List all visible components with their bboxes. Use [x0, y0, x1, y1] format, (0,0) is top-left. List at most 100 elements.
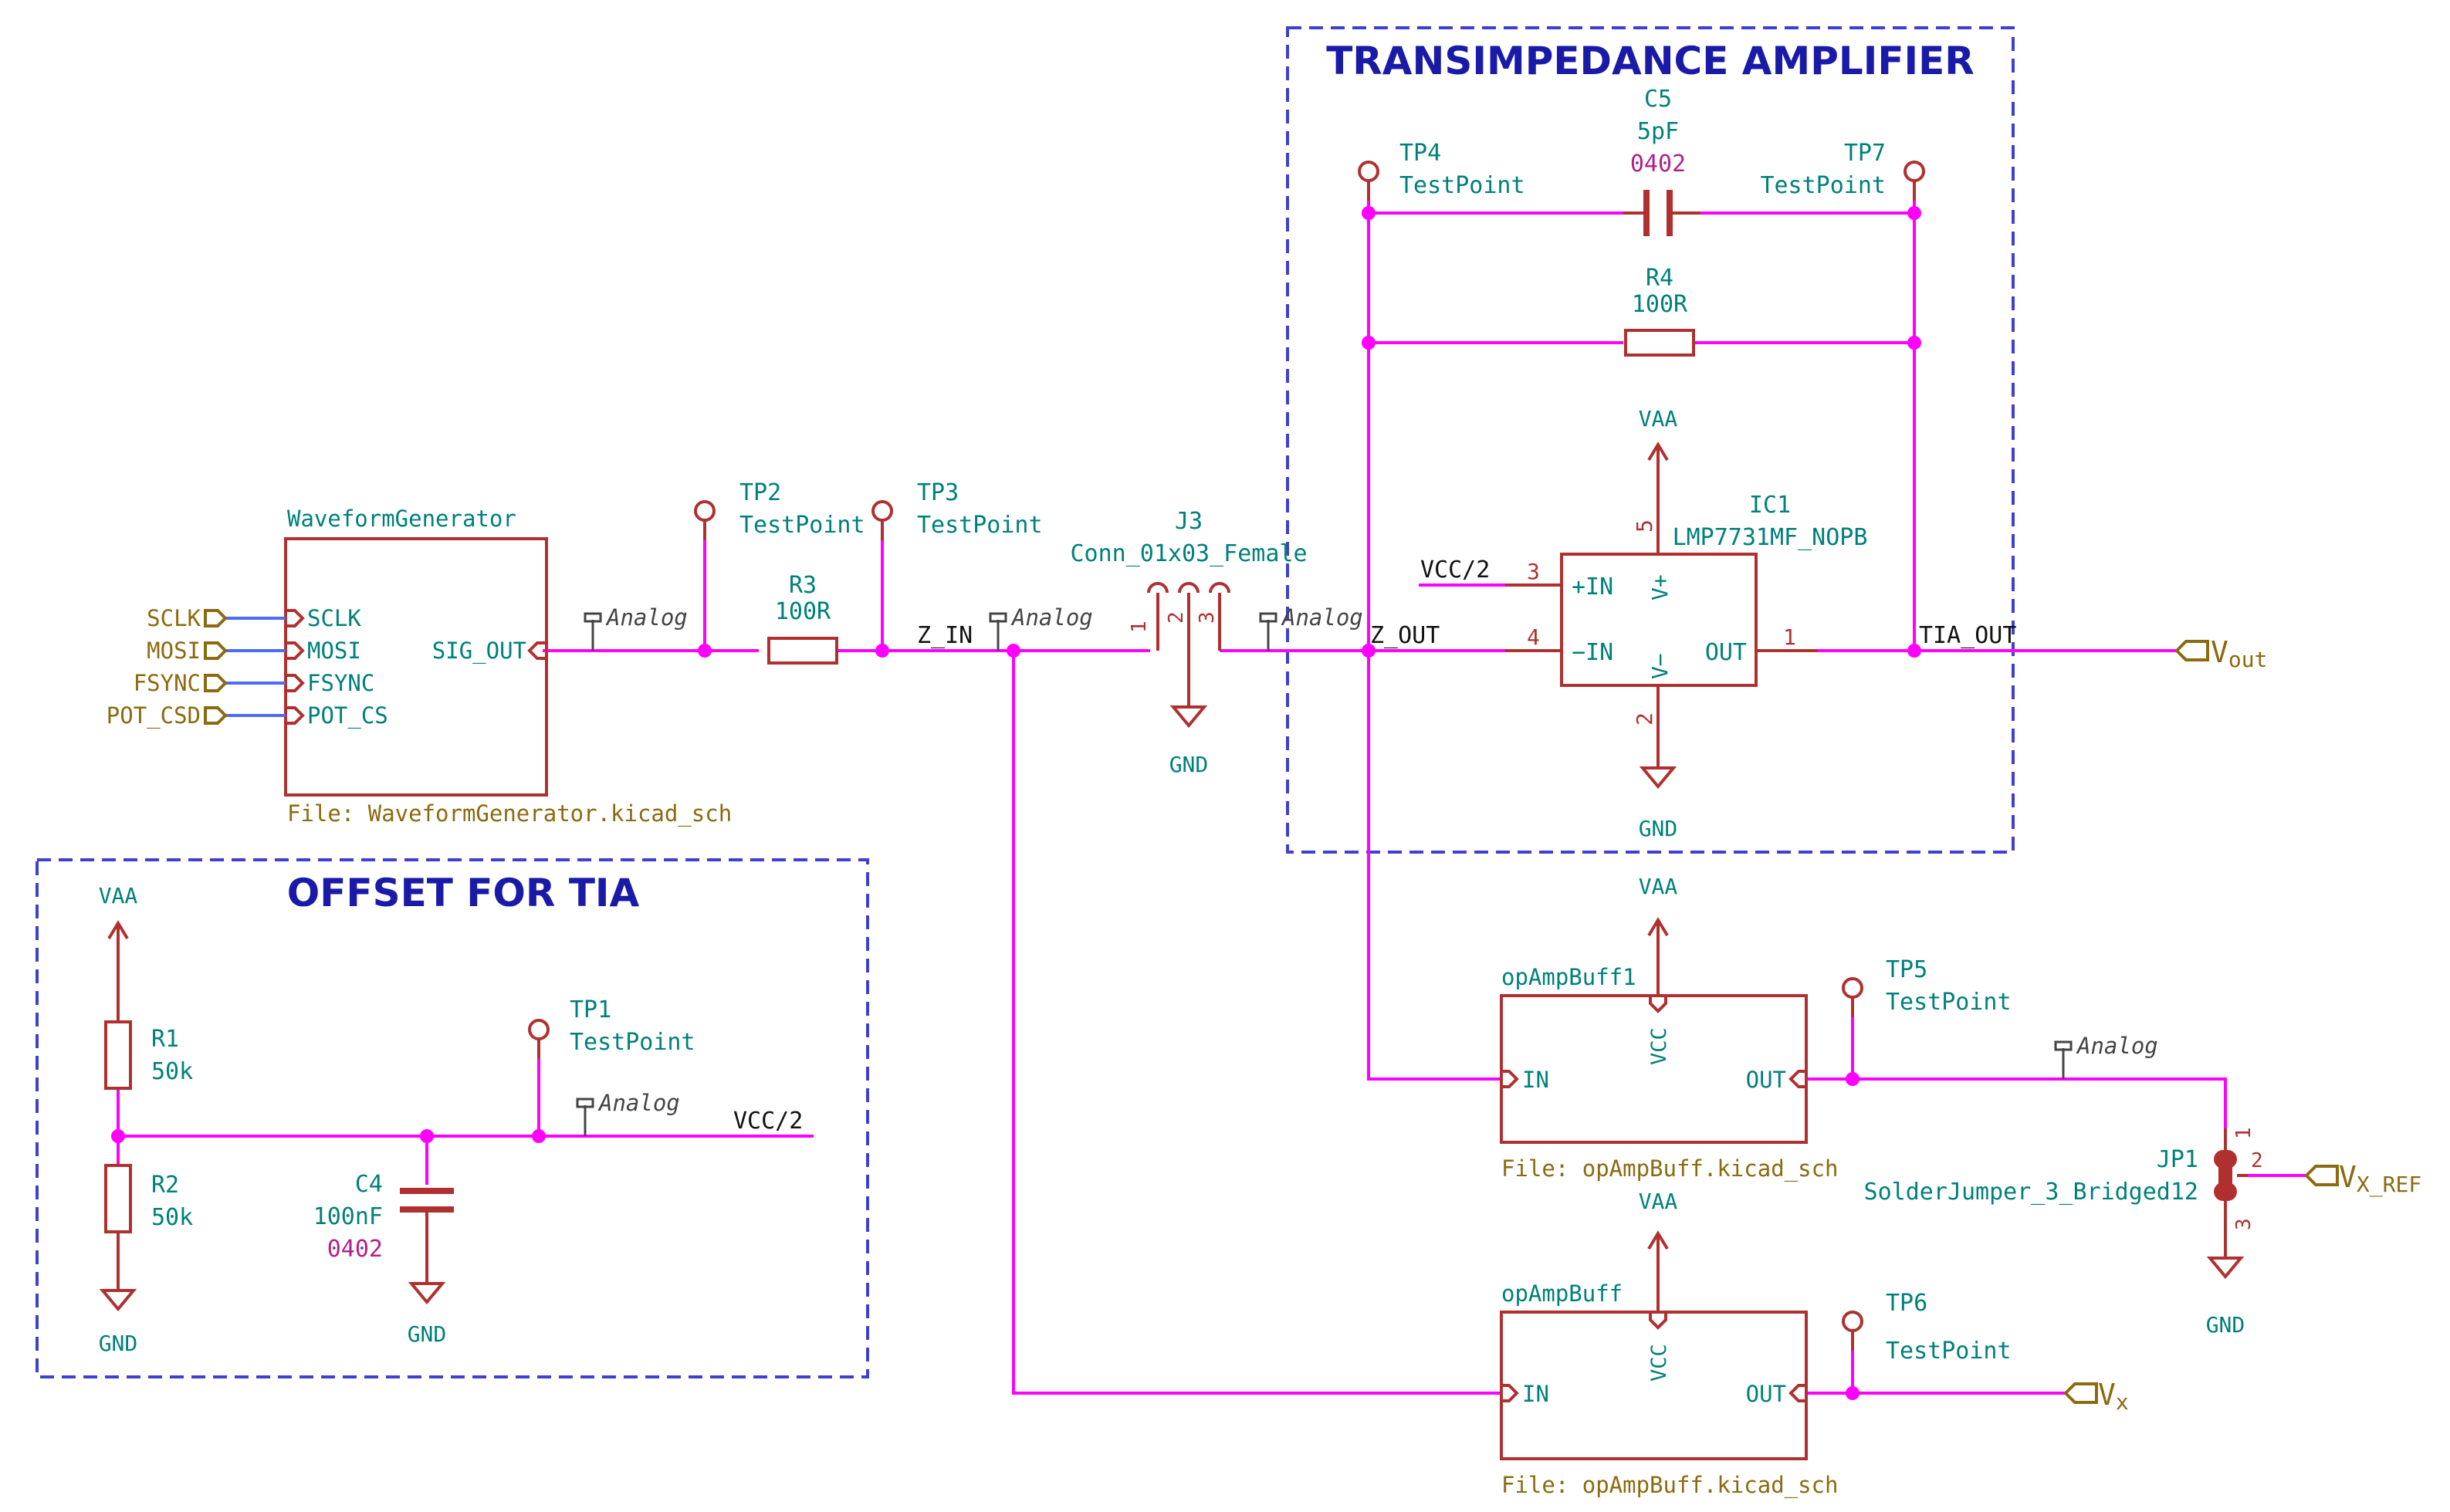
tp7-value: TestPoint — [1760, 172, 1886, 199]
vx-main: V — [2098, 1378, 2116, 1412]
connector-j3[interactable]: 1 2 3 J3 Conn_01x03_Female — [1070, 508, 1308, 707]
j3-value: Conn_01x03_Female — [1070, 540, 1307, 567]
tp3-value: TestPoint — [917, 512, 1043, 539]
waveform-sheet-name: WaveformGenerator — [287, 506, 516, 532]
vout-main: V — [2211, 635, 2228, 669]
offset-frame-title: OFFSET FOR TIA — [287, 871, 640, 915]
buff1-out: OUT — [1746, 1067, 1786, 1093]
tp2-value: TestPoint — [739, 512, 865, 539]
vxref-main: V — [2339, 1160, 2357, 1194]
ground-jp1: GND — [2206, 1257, 2245, 1338]
tp6-value: TestPoint — [1886, 1338, 2012, 1365]
tp5-value: TestPoint — [1886, 989, 2012, 1016]
r2-value: 50k — [151, 1204, 193, 1231]
netclass-flag-4: Analog — [2054, 1033, 2158, 1079]
sheet-pin-sclk: SCLK — [307, 605, 361, 631]
vaa-label-buff2: VAA — [1639, 1189, 1678, 1214]
ic1-ref: IC1 — [1749, 492, 1791, 519]
resistor-r2[interactable]: R2 50k — [104, 1164, 193, 1290]
jp1-value: SolderJumper_3_Bridged12 — [1864, 1179, 2198, 1206]
netclass-label-3: Analog — [1281, 604, 1363, 631]
c4-value: 100nF — [313, 1203, 383, 1230]
waveform-generator-sheet[interactable]: WaveformGenerator File: WaveformGenerato… — [107, 506, 732, 827]
jp1-pin-3: 3 — [2232, 1218, 2255, 1230]
output-label-vxref: VX_REF — [2304, 1160, 2421, 1198]
gnd-label-jp1: GND — [2206, 1312, 2245, 1338]
vout-sub: out — [2228, 647, 2268, 672]
tp1-ref: TP1 — [570, 996, 611, 1023]
netclass-label-4: Analog — [2076, 1033, 2158, 1059]
net-label-z-out: Z_OUT — [1370, 622, 1440, 649]
j3-pin-1: 1 — [1128, 621, 1151, 633]
c4-ref: C4 — [355, 1171, 383, 1198]
r3-value: 100R — [775, 598, 831, 625]
junctions — [111, 206, 1921, 1400]
buffer-sheet-opampbuff[interactable]: opAmpBuff File: opAmpBuff.kicad_sch IN O… — [1500, 1280, 1839, 1499]
gnd-label-ic1: GND — [1639, 816, 1678, 841]
testpoint-tp1[interactable]: TP1 TestPoint — [528, 996, 695, 1059]
gnd-label-r2: GND — [99, 1331, 138, 1356]
netclass-label-2: Analog — [1010, 604, 1093, 631]
ic1-in-minus: −IN — [1572, 639, 1613, 666]
resistor-r3[interactable]: R3 100R — [767, 572, 838, 665]
svg-text:VX_REF: VX_REF — [2339, 1160, 2421, 1198]
netclass-flag-5: Analog — [576, 1090, 680, 1136]
opamp-ic1[interactable]: IC1 LMP7731MF_NOPB +IN −IN OUT V+ V− 3 4… — [1505, 492, 1867, 768]
tp4-ref: TP4 — [1399, 140, 1441, 167]
jp1-pin-2: 2 — [2251, 1149, 2263, 1172]
tp7-ref: TP7 — [1844, 140, 1886, 167]
testpoint-tp3[interactable]: TP3 TestPoint — [871, 479, 1043, 540]
tp2-ref: TP2 — [739, 479, 781, 506]
buff2-vcc: VCC — [1647, 1344, 1671, 1382]
tp3-ref: TP3 — [917, 479, 959, 506]
r3-ref: R3 — [789, 572, 817, 599]
ic1-vplus: V+ — [1647, 574, 1673, 600]
vaa-label-buff1: VAA — [1639, 874, 1678, 899]
c5-ref: C5 — [1644, 86, 1672, 113]
netclass-flag-2: Analog — [989, 604, 1093, 651]
resistor-r1[interactable]: R1 50k — [104, 972, 193, 1090]
j3-pin-2: 2 — [1165, 611, 1188, 624]
tia-frame: TRANSIMPEDANCE AMPLIFIER — [1286, 26, 2015, 854]
testpoint-tp2[interactable]: TP2 TestPoint — [694, 479, 865, 540]
tp1-value: TestPoint — [570, 1029, 695, 1056]
net-label-z-in: Z_IN — [917, 622, 973, 649]
power-vaa-buff2: VAA — [1639, 1189, 1678, 1312]
testpoint-tp6[interactable]: TP6 TestPoint — [1842, 1290, 2012, 1365]
tia-frame-title: TRANSIMPEDANCE AMPLIFIER — [1326, 39, 1975, 83]
capacitor-c4[interactable]: C4 100nF 0402 — [313, 1171, 454, 1284]
offset-frame: OFFSET FOR TIA — [36, 858, 869, 1378]
tp4-value: TestPoint — [1399, 172, 1525, 199]
buff2-name: opAmpBuff — [1501, 1280, 1623, 1307]
c4-footprint: 0402 — [327, 1236, 383, 1263]
sheet-pin-pot-cs: POT_CS — [307, 702, 388, 729]
output-label-vx: Vx — [2063, 1378, 2129, 1415]
buffer-sheet-opampbuff1[interactable]: opAmpBuff1 File: opAmpBuff.kicad_sch IN … — [1500, 964, 1839, 1182]
testpoint-tp4[interactable]: TP4 TestPoint — [1358, 140, 1525, 201]
jp1-ref: JP1 — [2157, 1146, 2198, 1173]
net-label-vcc-half-ic1: VCC/2 — [1420, 556, 1490, 583]
testpoint-tp7[interactable]: TP7 TestPoint — [1760, 140, 1925, 201]
buff1-vcc: VCC — [1647, 1027, 1671, 1065]
sheet-pin-mosi: MOSI — [307, 638, 361, 664]
power-vaa-offset: VAA — [99, 883, 137, 972]
c5-footprint: 0402 — [1630, 151, 1686, 178]
netclass-label-1: Analog — [605, 604, 688, 631]
j3-pin-3: 3 — [1196, 611, 1219, 624]
capacitor-c5[interactable]: C5 5pF 0402 — [1623, 86, 1700, 236]
ic1-pin-1: 1 — [1783, 624, 1796, 650]
resistor-r4[interactable]: R4 100R — [1624, 265, 1695, 357]
c5-value: 5pF — [1637, 118, 1679, 145]
output-label-vout: Vout — [2174, 635, 2267, 672]
solder-jumper-jp1[interactable]: 1 2 3 JP1 SolderJumper_3_Bridged12 — [1864, 1127, 2263, 1258]
svg-text:Vout: Vout — [2211, 635, 2267, 672]
power-vaa-ic1: VAA — [1639, 406, 1677, 494]
ground-c4: GND — [408, 1282, 447, 1347]
buff1-name: opAmpBuff1 — [1501, 964, 1636, 990]
jp1-pin-1: 1 — [2232, 1127, 2255, 1139]
buff2-in: IN — [1522, 1381, 1549, 1407]
testpoint-tp5[interactable]: TP5 TestPoint — [1842, 956, 2012, 1017]
gnd-label-c4: GND — [408, 1321, 447, 1347]
r4-ref: R4 — [1646, 265, 1673, 292]
